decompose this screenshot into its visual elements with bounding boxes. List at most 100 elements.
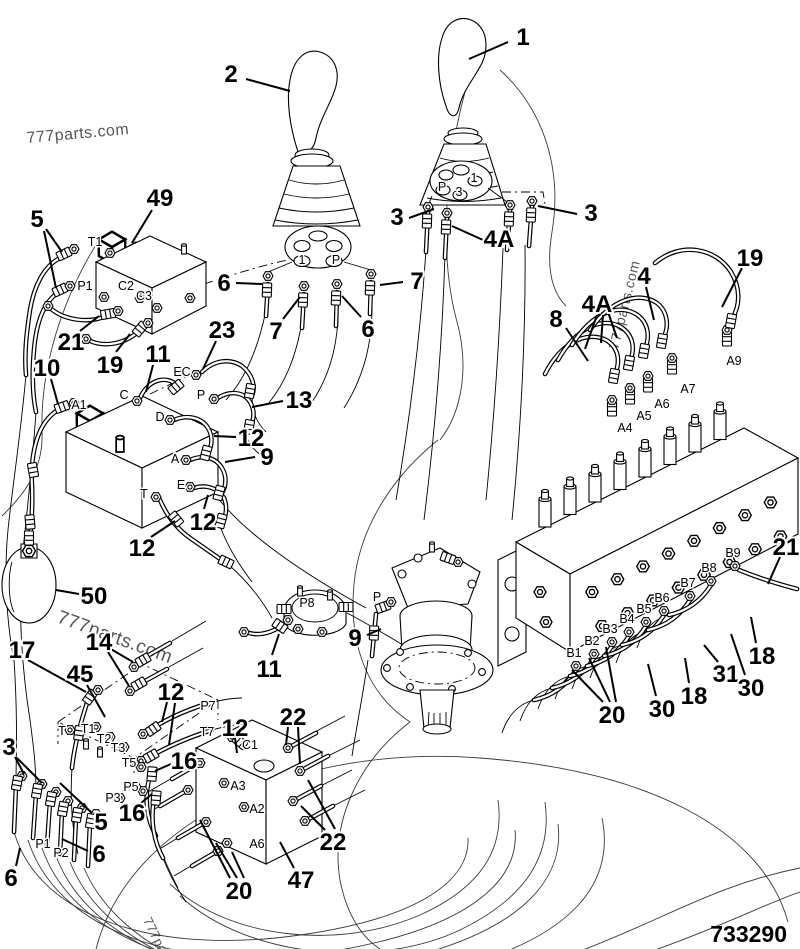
- callout-20: 20: [599, 702, 626, 729]
- callout-23: 23: [209, 317, 236, 344]
- right-joystick: [419, 18, 511, 207]
- valve-plug: [636, 560, 650, 573]
- callout-9: 9: [348, 625, 361, 652]
- nut-fitting: [294, 766, 306, 776]
- nut-fitting: [221, 838, 233, 848]
- hose-core: [620, 613, 666, 647]
- slv-fitting: [30, 782, 44, 800]
- hose-core: [170, 762, 200, 781]
- port-label-T7: T7: [200, 725, 215, 739]
- hose-core: [588, 296, 668, 341]
- callout-2: 2: [224, 61, 237, 88]
- callout-12: 12: [158, 679, 185, 706]
- callout-16: 16: [171, 748, 198, 775]
- callout-4A: 4A: [484, 226, 515, 253]
- nut-fitting: [238, 627, 250, 637]
- callout-leader: [108, 647, 134, 663]
- nut-fitting: [504, 200, 516, 210]
- port-label-A6: A6: [654, 397, 669, 411]
- swing-motor-head: [391, 547, 481, 609]
- nut-fitting: [298, 281, 310, 291]
- part-number: 733290: [710, 921, 787, 947]
- nut-fitting: [365, 269, 377, 279]
- slv-fitting: [503, 211, 515, 227]
- slv-fitting: [364, 280, 376, 296]
- nut-fitting: [282, 743, 294, 753]
- nut-fitting: [606, 637, 618, 647]
- nut-fitting: [385, 597, 397, 607]
- hose-core: [288, 731, 318, 749]
- callout-leader: [115, 333, 131, 353]
- nut-fitting: [64, 281, 76, 291]
- port-label-A4: A4: [617, 421, 632, 435]
- port-label-P: P: [332, 253, 340, 267]
- slv-fitting: [146, 766, 158, 782]
- port-label-A1: A1: [71, 398, 86, 412]
- nut-fitting: [623, 627, 635, 637]
- callout-leader: [14, 756, 25, 775]
- port-label-B1: B1: [566, 646, 581, 660]
- valve-plug: [687, 534, 701, 547]
- callout-13: 13: [286, 387, 313, 414]
- hose-core: [667, 583, 713, 617]
- port-label-T1: T1: [88, 235, 103, 249]
- stud-fitting: [429, 541, 435, 553]
- nut-fitting: [640, 617, 652, 627]
- callout-leader: [571, 669, 604, 703]
- port-label-3: 3: [456, 185, 463, 199]
- nut-fitting: [98, 292, 110, 302]
- hose-core: [653, 248, 740, 321]
- callout-leader: [231, 851, 245, 879]
- nut-fitting: [642, 371, 654, 381]
- port-label-B8: B8: [701, 561, 716, 575]
- slv-fitting: [525, 207, 537, 223]
- valve-spool: [563, 476, 577, 516]
- callout-22: 22: [320, 829, 347, 856]
- port-label-T5: T5: [122, 756, 137, 770]
- port-label-A9: A9: [726, 354, 741, 368]
- port-label-B7: B7: [680, 576, 695, 590]
- port-label-A3: A3: [230, 779, 245, 793]
- nut-fitting: [150, 492, 162, 502]
- callout-leader: [451, 225, 484, 241]
- stud-fitting: [181, 243, 187, 255]
- nut-fitting: [180, 455, 192, 465]
- hose-core: [158, 498, 232, 568]
- callout-18: 18: [749, 643, 776, 670]
- callout-11: 11: [256, 656, 281, 683]
- callout-12: 12: [190, 509, 217, 536]
- callout-leader: [245, 78, 291, 92]
- nut-fitting: [208, 394, 220, 404]
- nut-fitting: [112, 306, 124, 316]
- callout-3: 3: [584, 200, 597, 227]
- port-label-C2: C2: [118, 279, 134, 293]
- callout-4A: 4A: [582, 291, 613, 318]
- callout-leader: [107, 651, 130, 687]
- callout-leader: [150, 520, 176, 538]
- nut-fitting: [606, 395, 618, 405]
- port-label-B3: B3: [602, 622, 617, 636]
- callout-7: 7: [410, 268, 423, 295]
- slv-fitting: [26, 461, 40, 479]
- callout-30: 30: [738, 675, 765, 702]
- callout-leader: [607, 311, 618, 339]
- hose-core: [190, 850, 218, 868]
- callout-leader: [16, 757, 43, 784]
- callout-leader: [408, 208, 435, 219]
- callout-leader: [161, 701, 168, 723]
- valve-spool: [638, 438, 652, 478]
- port-label-T: T: [58, 724, 66, 738]
- callout-10: 10: [34, 355, 61, 382]
- callout-leader: [154, 763, 172, 772]
- port-label-A2: A2: [249, 802, 264, 816]
- callout-8: 8: [549, 306, 562, 333]
- valve-plug: [712, 521, 727, 535]
- callout-45: 45: [67, 661, 94, 688]
- hose-core: [86, 822, 92, 868]
- hose-tail: [554, 665, 588, 700]
- main-control-valve: [497, 401, 800, 667]
- hose-core: [31, 792, 38, 840]
- callout-leader: [168, 702, 176, 746]
- callout-3: 3: [390, 204, 403, 231]
